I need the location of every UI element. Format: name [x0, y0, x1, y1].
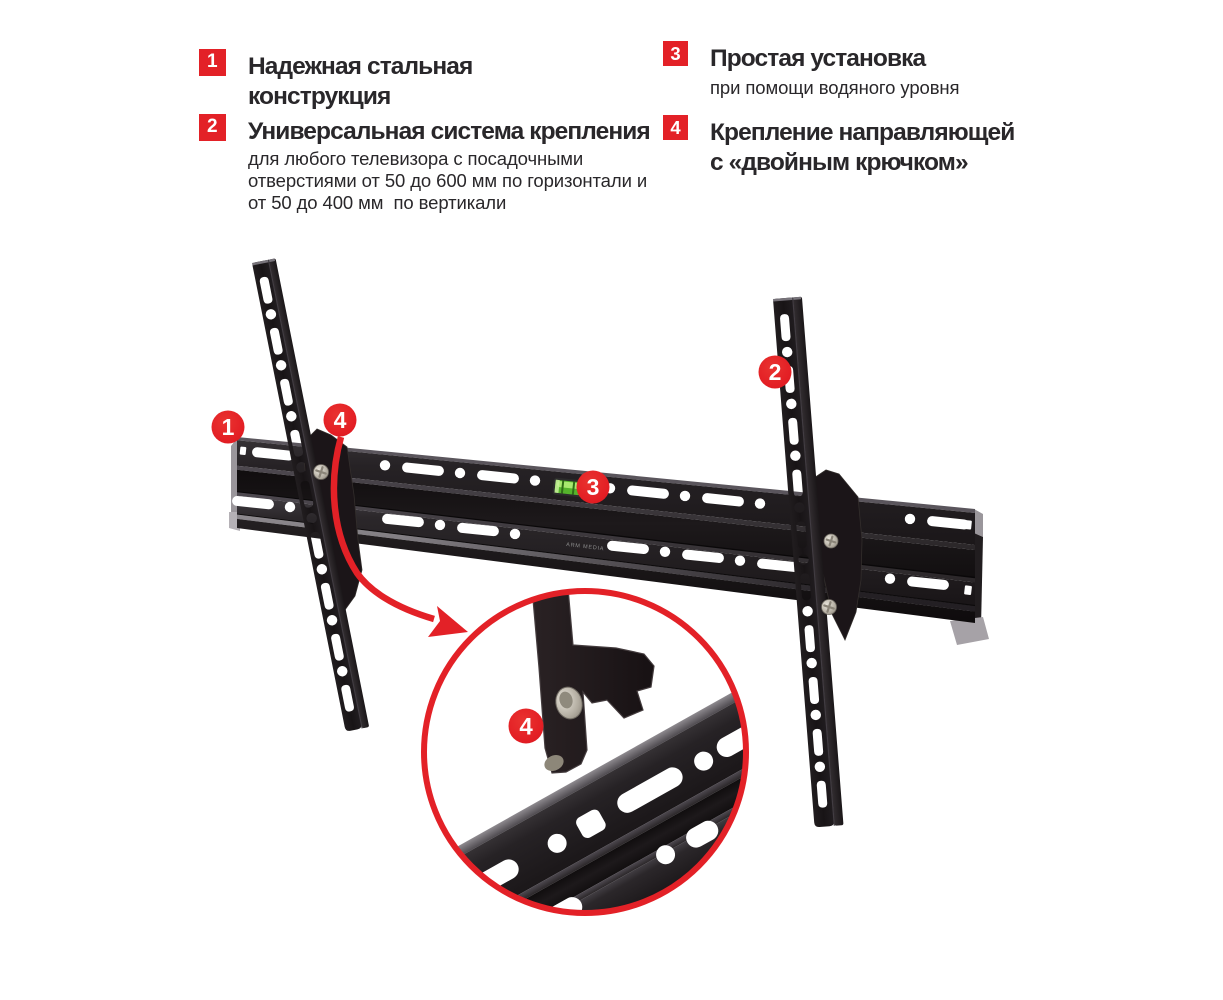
svg-text:1: 1 — [222, 414, 235, 440]
svg-text:3: 3 — [587, 474, 600, 500]
svg-text:4: 4 — [334, 407, 347, 433]
svg-text:4: 4 — [519, 714, 533, 741]
svg-text:ARM MEDIA: ARM MEDIA — [566, 542, 605, 552]
svg-text:2: 2 — [769, 359, 782, 385]
